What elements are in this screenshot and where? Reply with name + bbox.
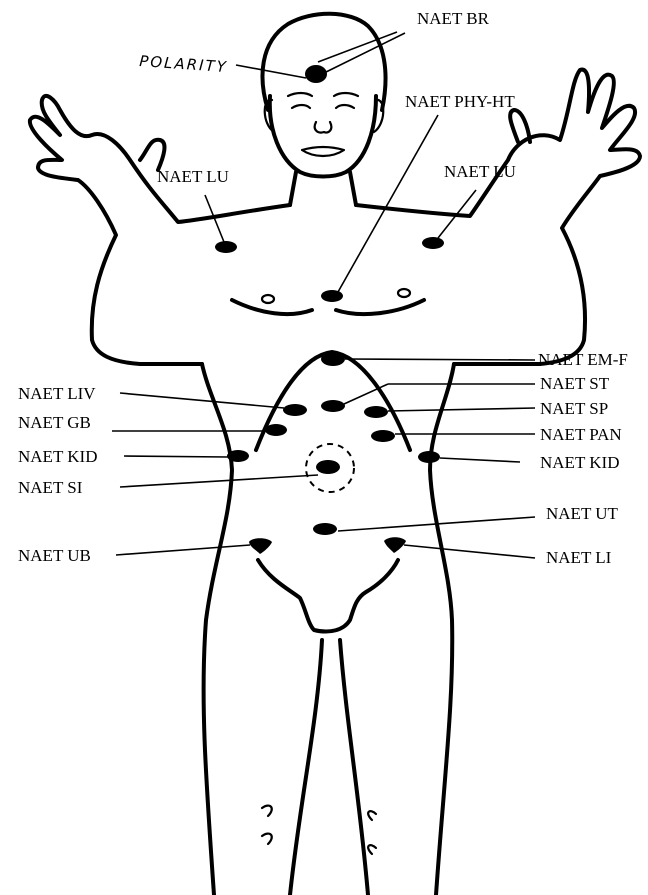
acupoints — [215, 65, 444, 554]
label-liv: NAET LIV — [18, 384, 96, 403]
point-phy-ht — [321, 290, 343, 302]
point-gb — [265, 424, 287, 436]
label-gb: NAET GB — [18, 413, 91, 432]
label-ub: NAET UB — [18, 546, 91, 565]
label-kid-right: NAET KID — [540, 453, 619, 472]
point-liv — [283, 404, 307, 416]
point-lu-left — [215, 241, 237, 253]
label-sp: NAET SP — [540, 399, 608, 418]
label-lu-right: NAET LU — [444, 162, 516, 181]
label-li: NAET LI — [546, 548, 612, 567]
point-li — [384, 537, 406, 553]
point-ub — [249, 538, 272, 554]
right-nipple — [398, 289, 410, 297]
left-nipple — [262, 295, 274, 303]
label-ut: NAET UT — [546, 504, 619, 523]
face-details — [288, 93, 358, 156]
point-st — [321, 400, 345, 412]
label-lu-left: NAET LU — [157, 167, 229, 186]
point-lu-right — [422, 237, 444, 249]
label-si: NAET SI — [18, 478, 83, 497]
point-ut — [313, 523, 337, 535]
point-si — [316, 460, 340, 474]
labels: NAET BR POLARITY NAET PHY-HT NAET LU NAE… — [18, 9, 628, 567]
label-st: NAET ST — [540, 374, 610, 393]
label-br: NAET BR — [417, 9, 490, 28]
label-polarity: POLARITY — [139, 52, 229, 76]
point-kid-left — [227, 450, 249, 462]
label-pan: NAET PAN — [540, 425, 622, 444]
point-pan — [371, 430, 395, 442]
label-phy-ht: NAET PHY-HT — [405, 92, 515, 111]
point-sp — [364, 406, 388, 418]
label-kid-left: NAET KID — [18, 447, 97, 466]
point-kid-right — [418, 451, 440, 463]
point-em — [321, 352, 345, 366]
label-em: NAET EM-F — [538, 350, 628, 369]
